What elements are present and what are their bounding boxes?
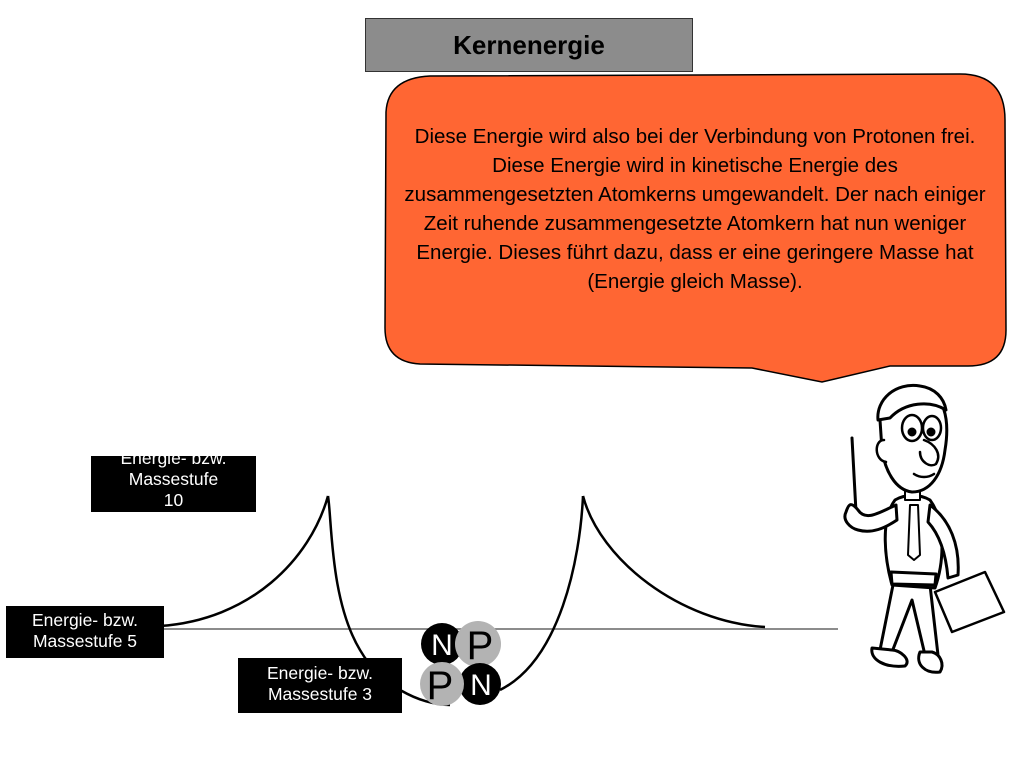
level-3-label: Energie- bzw. Massestufe 3 (238, 658, 402, 713)
clipboard (933, 570, 1006, 634)
level-3-line1: Energie- bzw. (266, 663, 374, 683)
teacher-hair (876, 383, 948, 422)
teacher-nose (918, 438, 940, 467)
neutron-bottom (459, 663, 501, 705)
curve-left-rise (159, 495, 330, 628)
teacher-mouth (912, 472, 936, 479)
teacher-left-shoe (870, 646, 909, 668)
speech-bubble-text: Diese Energie wird also bei der Verbindu… (404, 125, 986, 293)
neutron-top (421, 623, 463, 665)
neutron-top-label: N (431, 629, 453, 662)
teacher-right-arm (926, 503, 960, 580)
teacher-legs (878, 583, 940, 657)
curve-well (326, 495, 451, 707)
level-5-line1: Energie- bzw. (31, 610, 139, 630)
teacher-belt (889, 570, 938, 587)
level-10-label: Energie- bzw. Massestufe 10 (91, 456, 256, 512)
neutron-bottom-label: N (470, 669, 492, 702)
teacher-right-shoe (917, 650, 944, 674)
proton-bottom (420, 662, 464, 706)
teacher-left-pupil (907, 427, 917, 437)
teacher-ear (875, 438, 888, 464)
page-title: Kernenergie (365, 18, 693, 72)
nucleus: N P P N (420, 621, 501, 708)
level-5-label: Energie- bzw. Massestufe 5 (6, 606, 164, 658)
level-10-line2: Massestufe (128, 469, 219, 489)
teacher-tie (907, 504, 921, 561)
proton-top-label: P (467, 624, 494, 668)
proton-top (455, 621, 501, 667)
level-10-line3: 10 (163, 490, 184, 510)
curve-well-rise (499, 495, 585, 692)
title-text: Kernenergie (453, 29, 605, 60)
level-10-line1: Energie- bzw. (120, 456, 227, 468)
teacher-figure (843, 383, 1006, 674)
pointer-stick (850, 436, 858, 514)
teacher-right-pupil (926, 427, 936, 437)
proton-bottom-label: P (427, 664, 454, 708)
level-5-line2: Massestufe 5 (32, 631, 138, 651)
teacher-left-arm (843, 503, 899, 533)
level-3-line2: Massestufe 3 (267, 684, 373, 704)
speech-bubble-shape (384, 73, 1007, 383)
curve-right-fall (581, 495, 766, 629)
